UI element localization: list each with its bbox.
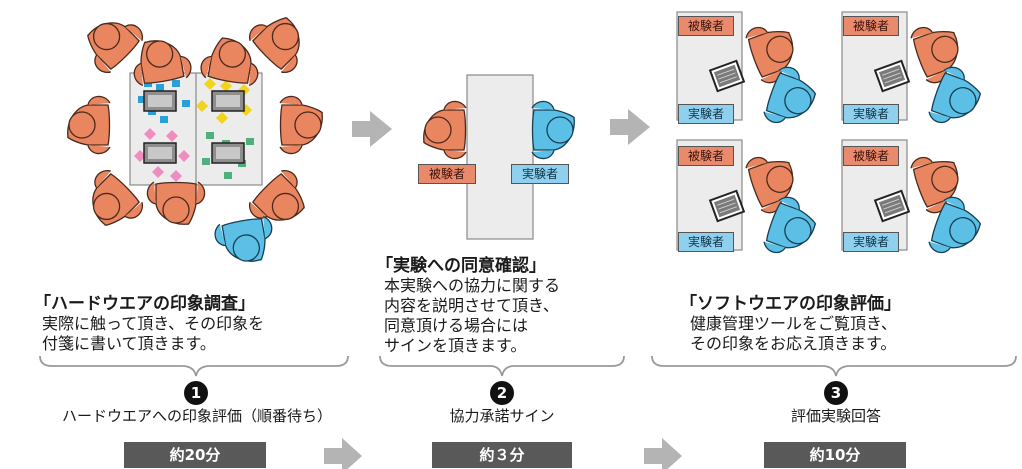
step-3-number: 3 xyxy=(824,381,848,405)
right-arrow-icon xyxy=(352,111,392,147)
step-3-desc-line-2: その印象をお応え頂きます。 xyxy=(690,334,897,353)
step-2-name: 協力承諾サイン xyxy=(449,407,555,425)
subject-label: 被験者 xyxy=(843,146,899,166)
step-2-desc-line-4: サインを頂きます。 xyxy=(384,336,527,355)
subject-label: 被験者 xyxy=(678,146,734,166)
step-1-heading: 「ハードウエアの印象調査」 xyxy=(34,294,255,314)
experimenter-label: 実験者 xyxy=(511,164,569,184)
brace-step-1 xyxy=(39,355,349,377)
scene-consent xyxy=(423,74,575,240)
scene-hardware-survey xyxy=(67,5,323,268)
step-2-heading: 「実験への同意確認」 xyxy=(376,256,546,276)
right-arrow-icon xyxy=(324,438,362,469)
step-3-name: 評価実験回答 xyxy=(790,407,881,425)
step-1-number: 1 xyxy=(184,381,208,405)
step-3-time: 約10分 xyxy=(764,442,906,468)
table xyxy=(466,74,534,240)
brace-step-2 xyxy=(379,355,625,377)
experimenter-label: 実験者 xyxy=(843,232,899,252)
right-arrow-icon xyxy=(610,109,650,145)
sticky-note-icon xyxy=(134,78,254,182)
step-3-desc-line-1: 健康管理ツールをご覧頂き、 xyxy=(690,314,897,333)
subject-label: 被験者 xyxy=(418,164,476,184)
experimenter-person-icon xyxy=(212,214,278,268)
step-2-number: 2 xyxy=(490,381,514,405)
experimenter-label: 実験者 xyxy=(678,104,734,124)
step-1-desc-line-2: 付箋に書いて頂きます。 xyxy=(42,334,216,353)
subject-label: 被験者 xyxy=(843,16,899,36)
subject-label: 被験者 xyxy=(678,16,734,36)
scene-software-eval xyxy=(676,11,987,264)
brace-step-3 xyxy=(651,355,1017,377)
step-1-desc-line-1: 実際に触って頂き、その印象を xyxy=(42,314,265,333)
step-1-name: ハードウエアへの印象評価（順番待ち） xyxy=(61,407,332,425)
experimenter-label: 実験者 xyxy=(843,104,899,124)
step-1-time: 約20分 xyxy=(124,442,266,468)
step-2-time: 約３分 xyxy=(432,442,572,468)
step-2-desc-line-2: 内容を説明させて頂き、 xyxy=(384,296,559,315)
right-arrow-icon xyxy=(644,438,682,469)
step-2-desc-line-3: 同意頂ける場合には xyxy=(384,316,529,335)
step-2-desc-line-1: 本実験への協力に関する xyxy=(384,276,561,295)
experimenter-label: 実験者 xyxy=(678,232,734,252)
step-3-heading: 「ソフトウエアの印象評価」 xyxy=(680,294,901,314)
